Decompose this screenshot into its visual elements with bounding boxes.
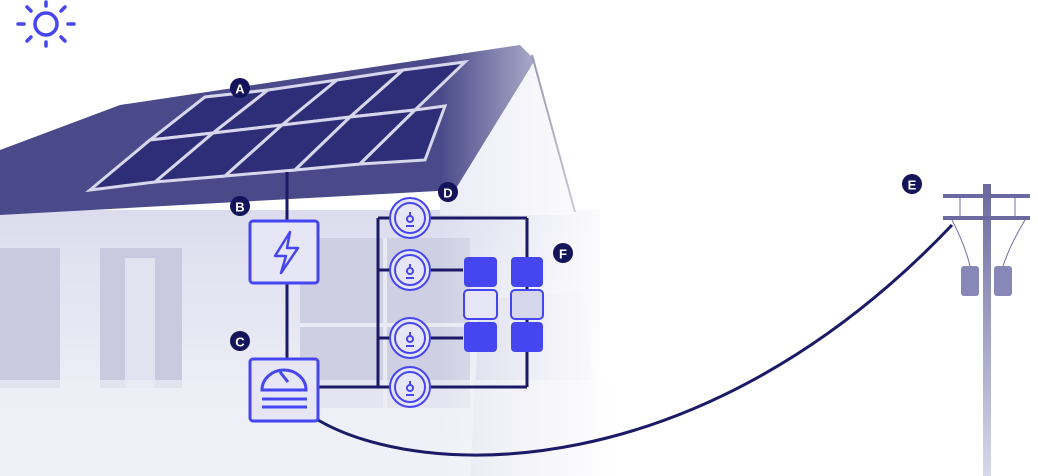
dial-icon [389, 249, 431, 291]
solar-panels [85, 59, 470, 193]
grid-cable [317, 223, 954, 457]
svg-text:F: F [559, 247, 567, 262]
utility-pole [943, 184, 1030, 476]
lightning-bolt-icon [273, 230, 300, 275]
sun-icon [16, 0, 76, 48]
svg-text:D: D [443, 186, 452, 201]
badge-meter: C [230, 331, 250, 351]
batteries [463, 257, 544, 352]
svg-text:E: E [908, 178, 917, 193]
badge-batteries: F [553, 243, 573, 263]
window-shutter [0, 248, 60, 388]
badge-utility-pole: E [902, 174, 922, 194]
dial-icon [389, 197, 431, 239]
inverter [248, 219, 320, 285]
svg-text:A: A [235, 82, 245, 97]
circuit-breakers [389, 197, 431, 408]
badge-circuit-breakers: D [438, 182, 458, 202]
dial-icon [389, 317, 431, 359]
badge-solar-panels: A [230, 78, 250, 98]
svg-text:C: C [235, 335, 245, 350]
svg-text:B: B [235, 200, 244, 215]
window [125, 258, 155, 388]
gauge-icon [260, 368, 308, 409]
meter [248, 357, 320, 423]
badge-inverter: B [230, 196, 250, 216]
dial-icon [389, 366, 431, 408]
